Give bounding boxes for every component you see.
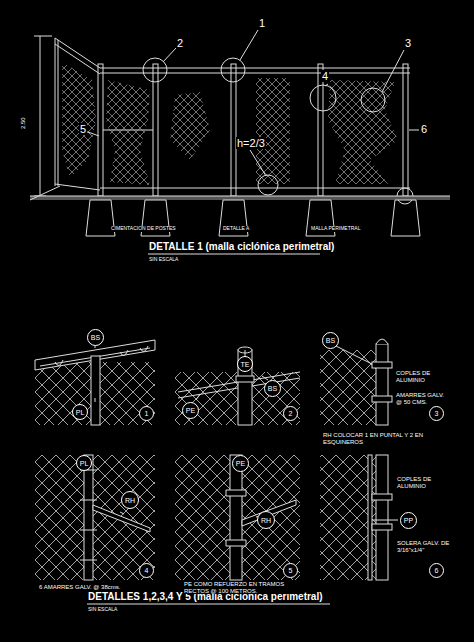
callout-text: 4 (145, 567, 149, 574)
callout-circle: 1 (139, 406, 154, 421)
callout-circle: PP (400, 512, 417, 529)
callout-text: BS (91, 334, 100, 341)
callout-circle: PL (72, 404, 88, 420)
note-text: COPLES DE ALUMINIO (395, 370, 445, 383)
callout-circle: 3 (429, 406, 444, 421)
callout-number: 1 (258, 17, 266, 29)
callout-circle: PE (232, 455, 249, 472)
note-text: AMARRES GALV. @ 50 CMS. (395, 392, 449, 405)
note-text: 6 AMARRES GALV. @ 38cms. (38, 584, 121, 591)
callout-circle: PL (76, 455, 92, 471)
callout-number: 2 (176, 37, 184, 49)
note-text: PE COMO REFUERZO EN TRAMOS RECTOS @ 100 … (183, 581, 295, 594)
callout-number: 3 (404, 37, 412, 49)
callout-circle: 5 (283, 563, 298, 578)
callout-text: BS (326, 337, 335, 344)
callout-number: 5 (79, 123, 87, 135)
callout-circle: PE (182, 402, 199, 419)
callout-number: 6 (420, 123, 428, 135)
callout-text: PL (80, 460, 89, 467)
drawing-title: DETALLE 1 (malla ciclónica perimetral) (148, 241, 335, 252)
dimension-text: 2.50 (20, 116, 27, 130)
note-text: DETALLE A (222, 226, 250, 232)
callout-text: 2 (289, 410, 293, 417)
callout-text: PP (404, 517, 413, 524)
callout-text: 6 (435, 567, 439, 574)
callout-circle: 6 (429, 563, 444, 578)
note-text: COPLES DE ALUMINIO (396, 476, 446, 489)
callout-text: RH (261, 517, 271, 524)
height-note: h=2/3 (236, 137, 266, 149)
callout-circle: BS (264, 380, 281, 397)
callout-circle: 4 (139, 563, 154, 578)
callout-circle: BS (87, 329, 104, 346)
callout-text: RH (125, 497, 135, 504)
callout-text: PE (236, 460, 245, 467)
note-text: MALLA PERIMETRAL (310, 226, 361, 232)
note-text: RH COLOCAR 1 EN PUNTAL Y 2 EN ESQUINEROS (322, 432, 446, 445)
scale-note: SIN ESCALA (148, 257, 179, 263)
callout-circle: BS (322, 332, 339, 349)
callout-circle: RH (257, 511, 275, 529)
callout-text: 3 (435, 410, 439, 417)
callout-circle: 2 (283, 406, 298, 421)
callout-text: 1 (145, 410, 149, 417)
note-text: SOLERA GALV. DE 3/16"x1/4" (396, 540, 453, 553)
callout-text: BS (268, 385, 277, 392)
callout-text: PE (186, 407, 195, 414)
callout-text: 5 (289, 567, 293, 574)
callout-text: PL (76, 409, 85, 416)
callout-text: TE (241, 361, 250, 368)
scale-note: SIN ESCALA (87, 607, 118, 613)
note-text: CIMENTACION DE POSTES (110, 226, 177, 232)
callout-circle: RH (121, 491, 139, 509)
callout-circle: TE (237, 356, 253, 372)
callout-number: 4 (321, 70, 329, 82)
